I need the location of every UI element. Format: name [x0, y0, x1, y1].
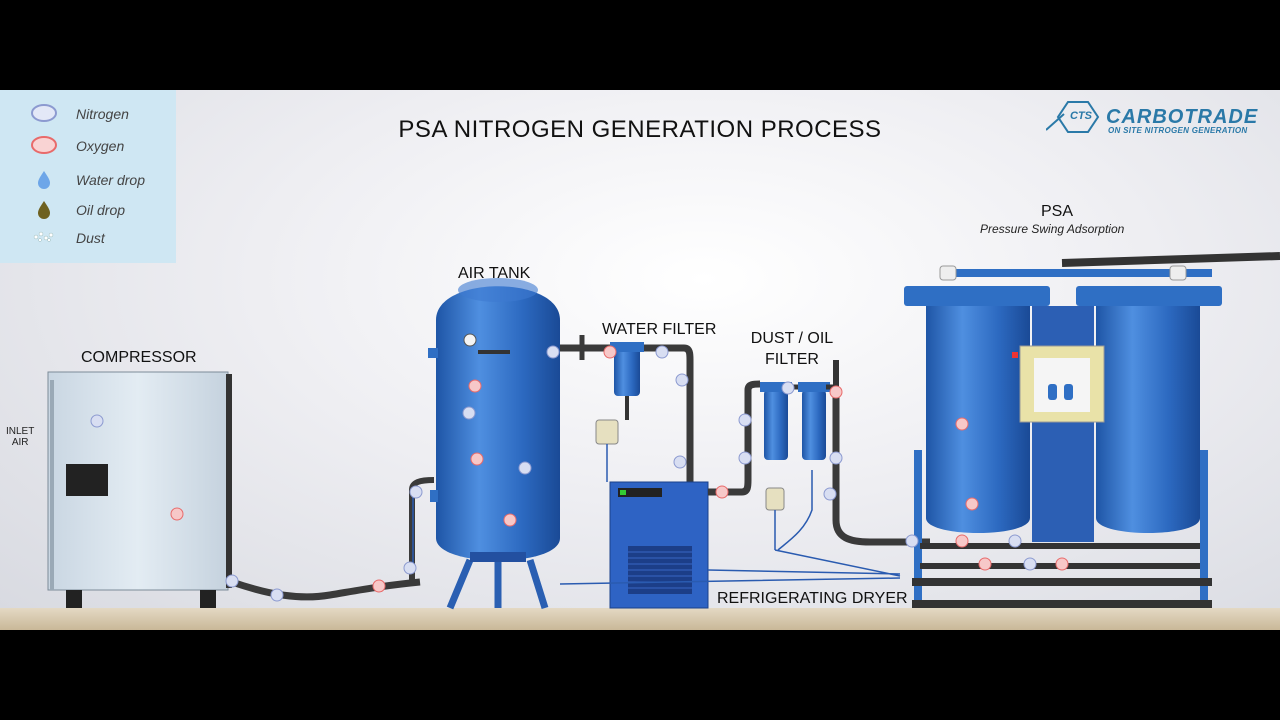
legend-item-oil-drop: Oil drop — [0, 199, 176, 223]
dust-oil-filter-label: DUST / OIL FILTER — [742, 328, 842, 370]
inlet-air-label: INLET AIR — [6, 426, 34, 448]
equipment-illustration — [47, 252, 1280, 610]
legend-item-dust: Dust — [0, 227, 176, 251]
dust-oil-filters — [760, 360, 839, 551]
legend-item-water-drop: Water drop — [0, 169, 176, 193]
brand-name: CARBOTRADE — [1106, 106, 1259, 128]
air-tank — [428, 278, 560, 610]
oil-drop-icon — [38, 201, 50, 219]
air-tank-label: AIR TANK — [458, 265, 531, 282]
dust-icon — [33, 231, 54, 242]
water-drop-icon — [38, 171, 50, 189]
legend-label: Nitrogen — [76, 106, 129, 122]
legend-label: Water drop — [76, 172, 145, 188]
legend: Nitrogen Oxygen Water drop Oil drop Dust — [0, 90, 176, 263]
legend-item-nitrogen: Nitrogen — [0, 103, 176, 127]
molecules — [90, 345, 1069, 602]
oxygen-molecule-icon — [31, 136, 57, 154]
legend-label: Dust — [76, 230, 105, 246]
brand-logo-text: CTS — [1070, 110, 1092, 122]
brand-tagline: ON SITE NITROGEN GENERATION — [1108, 126, 1248, 135]
process-diagram: Nitrogen Oxygen Water drop Oil drop Dust… — [0, 90, 1280, 630]
psa-subtitle: Pressure Swing Adsorption — [980, 222, 1125, 236]
dust-oil-filter-line-1: DUST / OIL — [750, 330, 834, 347]
compressor — [47, 371, 232, 608]
dust-oil-filter-line-2: FILTER — [765, 351, 819, 368]
refrigerating-dryer — [609, 481, 709, 609]
inlet-air-line-2: AIR — [11, 437, 29, 448]
water-filter — [595, 342, 644, 482]
legend-item-oxygen: Oxygen — [0, 135, 176, 159]
floor — [0, 608, 1280, 630]
compressor-label: COMPRESSOR — [81, 349, 197, 366]
nitrogen-molecule-icon — [31, 104, 57, 122]
water-filter-label: WATER FILTER — [602, 321, 717, 338]
brand-hexagon-icon — [1046, 101, 1100, 133]
psa-label: PSA — [1041, 203, 1074, 220]
legend-label: Oil drop — [76, 202, 126, 218]
compressor-display — [66, 464, 108, 496]
diagram-title: PSA NITROGEN GENERATION PROCESS — [398, 116, 882, 143]
legend-label: Oxygen — [76, 138, 125, 154]
inlet-air-line-1: INLET — [6, 426, 35, 437]
refrigerating-dryer-label: REFRIGERATING DRYER — [717, 590, 908, 607]
psa-generator — [904, 252, 1280, 608]
